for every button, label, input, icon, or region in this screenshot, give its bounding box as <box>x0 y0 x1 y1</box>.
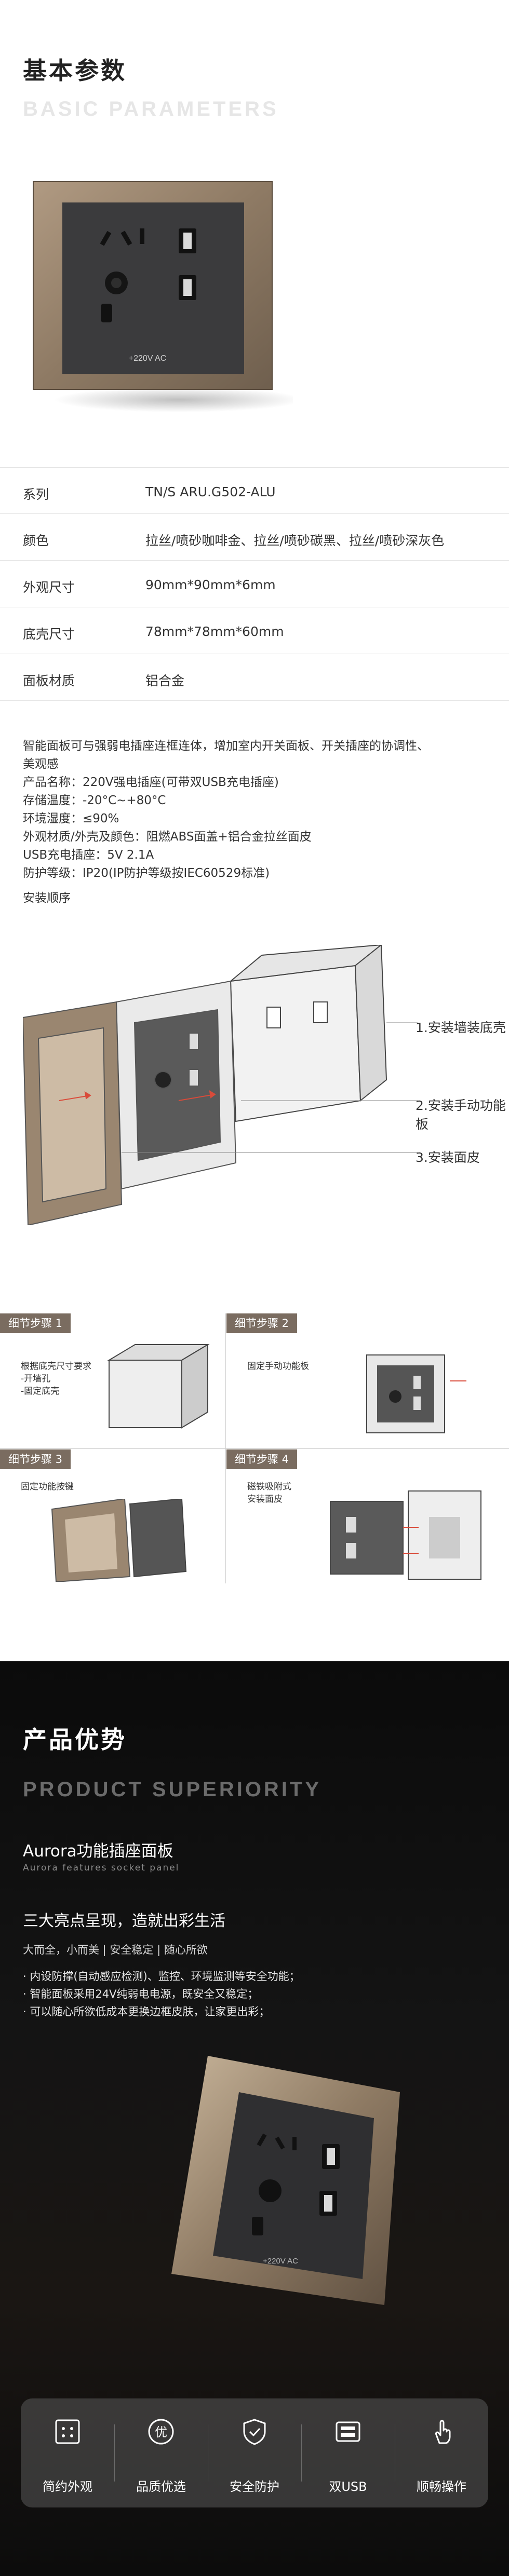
spec-key: 颜色 <box>23 533 49 548</box>
detail-step-1: 细节步骤 1 根据底壳尺寸要求 -开墙孔 -固定底壳 <box>0 1313 226 1446</box>
shield-icon <box>243 2419 266 2445</box>
step-note-line: 安装面皮 <box>247 1494 283 1504</box>
step-note-line: -固定底壳 <box>21 1386 60 1397</box>
feature-label: 简约外观 <box>43 2479 92 2494</box>
step-tag: 细节步骤 2 <box>226 1313 298 1333</box>
feature-divider <box>301 2424 302 2482</box>
bullet: · 智能面板采用24V纯弱电电源，既安全又稳定； <box>23 1988 259 2000</box>
section-title-en: BASIC PARAMETERS <box>23 98 279 120</box>
magnetic-face-illustration <box>330 1490 481 1580</box>
detail-step-3: 细节步骤 3 固定功能按键 <box>0 1449 226 1582</box>
function-board-illustration <box>366 1354 466 1433</box>
spec-row: 系列 TN/S ARU.G502-ALU <box>0 467 509 514</box>
product-name: Aurora功能插座面板 <box>23 1842 173 1861</box>
quality-icon: 优 <box>148 2419 174 2445</box>
usb-port-bottom <box>179 275 196 300</box>
wall-box-illustration <box>107 1344 210 1429</box>
spec-value: 90mm*90mm*6mm <box>145 577 276 592</box>
step-tag: 细节步骤 1 <box>0 1313 71 1333</box>
detail-steps: 细节步骤 1 根据底壳尺寸要求 -开墙孔 -固定底壳 细节步骤 2 固定手动功能… <box>0 1313 509 1589</box>
detail-step-2: 细节步骤 2 固定手动功能板 <box>226 1313 466 1446</box>
step-note: 磁铁吸附式 安装面皮 <box>247 1481 291 1506</box>
voltage-label: +220V AC <box>263 2257 298 2266</box>
bullet: · 内设防撑(自动感应检测)、监控、环境监测等安全功能； <box>23 1970 300 1983</box>
bullet: · 可以随心所欲低成本更换边框皮肤，让家更出彩； <box>23 2005 270 2018</box>
section-title: 产品优势 <box>23 1726 127 1754</box>
feature-label: 安全防护 <box>230 2479 279 2494</box>
minimal-icon <box>55 2419 80 2444</box>
touch-icon <box>435 2420 451 2444</box>
description-line: 产品名称：220V强电插座(可带双USB充电插座) <box>23 776 279 789</box>
step-note-line: 磁铁吸附式 <box>247 1482 291 1492</box>
step-note-line: 固定手动功能板 <box>247 1361 309 1372</box>
voltage-label: +220V AC <box>129 354 167 363</box>
product-name-en: Aurora features socket panel <box>23 1863 180 1873</box>
step-note: 固定功能按键 <box>21 1481 74 1493</box>
step-note: 根据底壳尺寸要求 -开墙孔 -固定底壳 <box>21 1360 91 1398</box>
product-description: 智能面板可与强弱电插座连框连体，增加室内开关面板、开关插座的协调性、 美观感 产… <box>23 737 490 883</box>
description-line: 存储温度：-20°C~+80°C <box>23 794 166 807</box>
spec-value: 铝合金 <box>145 673 185 688</box>
usb-port-bottom <box>319 2191 337 2216</box>
section-title-en: PRODUCT SUPERIORITY <box>23 1778 322 1801</box>
install-step-label: 3.安装面皮 <box>416 1150 480 1165</box>
install-step-label: 2.安装手动功能板 <box>416 1098 506 1132</box>
usb-port-top <box>322 2144 340 2169</box>
function-key-illustration <box>51 1499 187 1582</box>
step-note-line: -开墙孔 <box>21 1374 51 1384</box>
spec-value: 78mm*78mm*60mm <box>145 624 284 639</box>
spec-value: 拉丝/喷砂咖啡金、拉丝/喷砂碳黑、拉丝/喷砂深灰色 <box>145 533 445 548</box>
highlights: 大而全，小而美 | 安全稳定 | 随心所欲 <box>23 1944 208 1956</box>
spec-key: 面板材质 <box>23 673 75 688</box>
product-hero-image: +220V AC <box>171 2056 400 2305</box>
feature-item: 简约外观 <box>21 2398 114 2507</box>
product-superiority-section: 产品优势 PRODUCT SUPERIORITY Aurora功能插座面板 Au… <box>0 1661 509 2576</box>
feature-label: 双USB <box>329 2479 367 2494</box>
face-frame <box>23 1001 123 1225</box>
feature-item: 双USB <box>301 2398 395 2507</box>
description-line: 环境湿度：≤90% <box>23 812 119 825</box>
back-box <box>229 945 387 1122</box>
feature-icon-bar: 简约外观 优 品质优选 安全防护 双USB <box>21 2398 488 2507</box>
usb-port-top <box>179 228 196 253</box>
quality-icon-char: 优 <box>155 2425 167 2439</box>
feature-item: 顺畅操作 <box>395 2398 488 2507</box>
usb-icon <box>336 2421 360 2442</box>
step-tag: 细节步骤 3 <box>0 1449 71 1469</box>
description-line: 防护等级：IP20(IP防护等级按IEC60529标准) <box>23 866 270 880</box>
spec-key: 底壳尺寸 <box>23 627 75 642</box>
step-note-line: 固定功能按键 <box>21 1482 74 1492</box>
install-step-label: 1.安装墙装底壳 <box>416 1020 506 1035</box>
install-title: 安装顺序 <box>23 891 71 905</box>
spec-value: TN/S ARU.G502-ALU <box>145 484 276 499</box>
basic-parameters-section: 基本参数 BASIC PARAMETERS <box>0 57 509 1225</box>
install-diagram <box>23 945 418 1225</box>
spec-row: 面板材质 铝合金 <box>0 654 509 701</box>
product-image: +220V AC <box>33 181 293 412</box>
spec-row: 颜色 拉丝/喷砂咖啡金、拉丝/喷砂碳黑、拉丝/喷砂深灰色 <box>0 514 509 561</box>
step-note-line: 根据底壳尺寸要求 <box>21 1361 91 1372</box>
feature-item: 安全防护 <box>208 2398 301 2507</box>
feature-divider <box>114 2424 115 2482</box>
spec-key: 系列 <box>23 487 49 502</box>
feature-bullets: · 内设防撑(自动感应检测)、监控、环境监测等安全功能； · 智能面板采用24V… <box>23 1968 300 2021</box>
description-line: 美观感 <box>23 757 59 771</box>
description-line: 外观材质/外壳及颜色：阻燃ABS面盖+铝合金拉丝面皮 <box>23 830 312 844</box>
step-tag: 细节步骤 4 <box>226 1449 298 1469</box>
grid-divider <box>0 1448 509 1449</box>
step-note: 固定手动功能板 <box>247 1360 309 1373</box>
spec-key: 外观尺寸 <box>23 580 75 595</box>
feature-label: 顺畅操作 <box>417 2479 466 2494</box>
feature-item: 优 品质优选 <box>114 2398 208 2507</box>
description-line: 智能面板可与强弱电插座连框连体，增加室内开关面板、开关插座的协调性、 <box>23 739 429 753</box>
section-title: 基本参数 <box>23 57 127 85</box>
description-line: USB充电插座：5V 2.1A <box>23 848 154 862</box>
feature-label: 品质优选 <box>136 2479 186 2494</box>
detail-step-4: 细节步骤 4 磁铁吸附式 安装面皮 <box>226 1449 481 1582</box>
tagline: 三大亮点呈现，造就出彩生活 <box>23 1912 225 1930</box>
spec-row: 底壳尺寸 78mm*78mm*60mm <box>0 607 509 654</box>
spec-row: 外观尺寸 90mm*90mm*6mm <box>0 561 509 607</box>
function-board <box>115 980 237 1190</box>
